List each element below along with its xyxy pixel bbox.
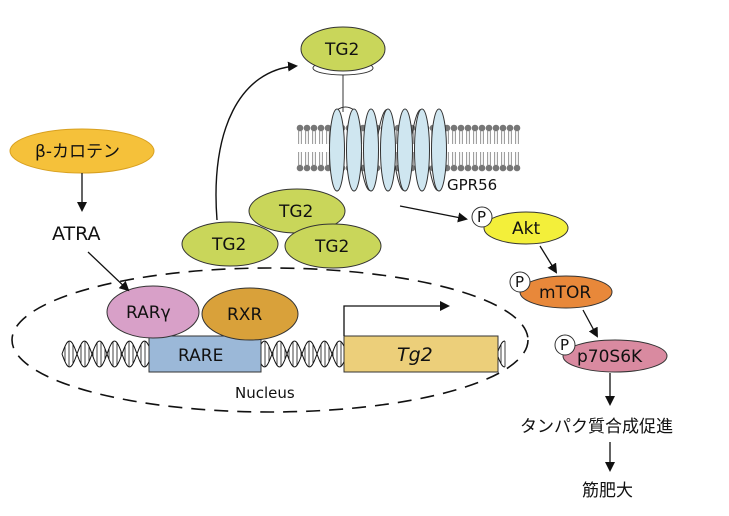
arrow-gpr56-to-akt xyxy=(399,205,468,223)
nucleus-label: Nucleus xyxy=(235,384,295,402)
rxr-label: RXR xyxy=(227,305,262,325)
transmembrane-helix xyxy=(397,108,413,192)
mtor-phospho-label: P xyxy=(515,273,524,291)
mtor-phospho xyxy=(509,271,531,293)
transmembrane-helix xyxy=(346,108,362,192)
lipid-head xyxy=(485,164,493,172)
lipid-head xyxy=(457,164,465,172)
lipid-head xyxy=(310,124,318,132)
rar-gamma-node xyxy=(106,285,200,339)
lipid-head xyxy=(492,164,500,172)
lipid-head xyxy=(457,124,465,132)
arrow-akt-to-mtor xyxy=(539,245,558,274)
hypertrophy-label: 筋肥大 xyxy=(582,481,633,501)
transcription-start-arrow xyxy=(343,301,450,336)
tg2-label-a: TG2 xyxy=(211,235,246,255)
lipid-head xyxy=(464,164,472,172)
tg2-gene-box xyxy=(343,335,499,373)
tg2-node-extracellular xyxy=(300,26,386,72)
tg2-secretion-arrow xyxy=(215,61,298,221)
lipid-head xyxy=(513,124,521,132)
lipid-head xyxy=(450,164,458,172)
lipid-head xyxy=(317,124,325,132)
lipid-head xyxy=(303,164,311,172)
lipid-head xyxy=(303,124,311,132)
lipid-head xyxy=(310,164,318,172)
gpr56-label: GPR56 xyxy=(447,176,497,194)
lipid-head xyxy=(450,124,458,132)
lipid-head xyxy=(317,164,325,172)
protein-synthesis-label: タンパク質合成促進 xyxy=(520,417,673,437)
akt-node xyxy=(483,211,569,245)
lipid-head xyxy=(506,124,514,132)
gpr56-receptor xyxy=(329,106,447,192)
transmembrane-helix xyxy=(363,108,379,192)
tg2-node-right xyxy=(284,223,382,269)
tg2-label-c: TG2 xyxy=(314,237,349,257)
lipid-head xyxy=(506,164,514,172)
lipid-head xyxy=(485,124,493,132)
lipid-head xyxy=(471,164,479,172)
lipid-head xyxy=(499,124,507,132)
atra-label: ATRA xyxy=(52,223,101,245)
lipid-head xyxy=(324,124,332,132)
rxr-node xyxy=(201,287,299,341)
tg2-label-top: TG2 xyxy=(324,40,359,60)
p70s6k-phospho xyxy=(554,334,576,356)
transmembrane-helix xyxy=(380,108,396,192)
lipid-head xyxy=(296,164,304,172)
lipid-head xyxy=(478,124,486,132)
arrow-mtor-to-p70s6k xyxy=(582,309,598,338)
lipid-head xyxy=(499,164,507,172)
lipid-head xyxy=(513,164,521,172)
tg2-label-b: TG2 xyxy=(278,202,313,222)
lipid-head xyxy=(478,164,486,172)
mtor-label: mTOR xyxy=(539,283,591,303)
lipid-head xyxy=(464,124,472,132)
tg2-node-left xyxy=(181,221,279,267)
rare-label: RARE xyxy=(178,346,223,366)
tg2-gene-label: Tg2 xyxy=(397,344,433,366)
rar-gamma-label: RARγ xyxy=(126,303,171,323)
akt-phospho xyxy=(471,206,493,228)
p70s6k-phospho-label: P xyxy=(560,336,569,354)
akt-label: Akt xyxy=(512,219,540,239)
transmembrane-helix xyxy=(414,108,430,192)
p70s6k-node xyxy=(562,339,668,373)
lipid-head xyxy=(471,124,479,132)
transmembrane-helix xyxy=(431,108,447,192)
arrow-atra-to-rar xyxy=(87,251,130,292)
akt-phospho-label: P xyxy=(477,208,486,226)
transmembrane-helix xyxy=(329,108,345,192)
nucleus-boundary xyxy=(11,267,529,413)
p70s6k-label: p70S6K xyxy=(577,347,643,367)
rare-box xyxy=(148,335,262,373)
beta-carotene-label: β-カロテン xyxy=(35,142,120,162)
lipid-head xyxy=(296,124,304,132)
lipid-head xyxy=(492,124,500,132)
